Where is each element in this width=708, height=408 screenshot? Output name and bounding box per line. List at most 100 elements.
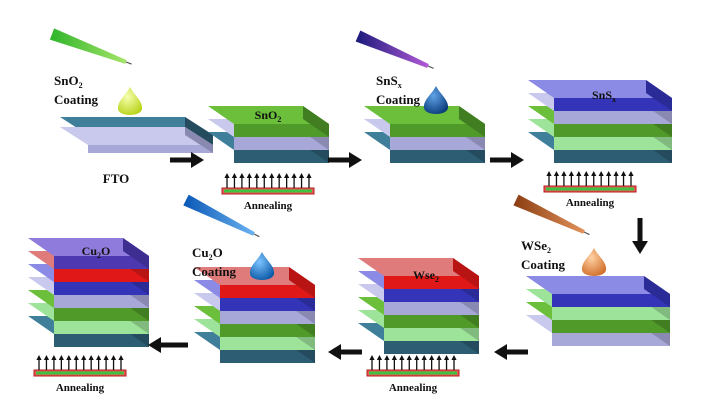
sno2-coating-word: Coating bbox=[54, 92, 99, 107]
heater-3-arrow-head bbox=[429, 355, 435, 360]
heater-3 bbox=[366, 355, 460, 377]
wse2-pipette-droplet bbox=[581, 248, 607, 276]
heater-1-arrow-head bbox=[261, 173, 267, 178]
annealing-label-1: Annealing bbox=[243, 200, 293, 212]
heater-1 bbox=[221, 173, 315, 195]
heater-1-arrow-head bbox=[276, 173, 282, 178]
heater-3-arrow-head bbox=[384, 355, 390, 360]
heater-2-arrow-head bbox=[546, 171, 552, 176]
flow-arrow-1-head bbox=[191, 152, 204, 168]
heater-4-arrow-head bbox=[88, 355, 94, 360]
snsx-coating-label: SnSx Coating bbox=[376, 74, 420, 107]
heater-4-arrow-head bbox=[96, 355, 102, 360]
heater-2-arrow-head bbox=[561, 171, 567, 176]
wse2-coating-stack-layer-3 bbox=[526, 276, 670, 307]
heater-2-arrow-head bbox=[613, 171, 619, 176]
wse2-coating-label: WSe2 Coating bbox=[521, 239, 565, 272]
fto-label: FTO bbox=[102, 171, 130, 186]
heater-2-arrow-head bbox=[606, 171, 612, 176]
flow-arrow-2 bbox=[328, 152, 362, 168]
heater-2-arrow-head bbox=[576, 171, 582, 176]
sno2-stack-layer-2 bbox=[208, 106, 329, 137]
snsx-coating-word: Coating bbox=[376, 92, 421, 107]
sno2-layer-label: SnO2 bbox=[254, 108, 282, 124]
heater-1-arrow-head bbox=[231, 173, 238, 178]
heater-3-arrow-head bbox=[436, 355, 442, 360]
cu2o-coating-label: Cu2O Coating bbox=[192, 246, 236, 279]
heater-1-arrow-head bbox=[246, 173, 252, 178]
snsx-pipette bbox=[355, 30, 449, 114]
heater-1-arrow-head bbox=[291, 173, 297, 178]
heater-3-arrow-head bbox=[421, 355, 427, 360]
heater-1-arrow-head bbox=[239, 173, 245, 178]
heater-2-arrow-head bbox=[620, 171, 627, 176]
cu2o-layer-label: Cu2O bbox=[81, 244, 111, 260]
flow-arrow-3-head bbox=[511, 152, 524, 168]
snsx-coating-stack bbox=[364, 106, 485, 163]
snsx-coating-stack-layer-2 bbox=[364, 106, 485, 137]
wse2-coating-stack bbox=[526, 276, 670, 346]
flow-arrow-4 bbox=[632, 218, 648, 254]
heater-1-arrow-head bbox=[224, 173, 230, 178]
sno2-pipette-tip bbox=[125, 61, 132, 65]
flow-arrow-6 bbox=[328, 344, 362, 360]
flow-arrow-3 bbox=[490, 152, 524, 168]
wse2-layer-label: Wse2 bbox=[413, 268, 439, 284]
heater-3-arrow-head bbox=[406, 355, 412, 360]
sno2-stack bbox=[208, 106, 329, 163]
heater-4-arrow-head bbox=[43, 355, 50, 360]
cu2o-stack bbox=[28, 238, 149, 347]
heater-2-arrow-head bbox=[568, 171, 574, 176]
flow-arrow-7 bbox=[148, 337, 188, 353]
heater-4-arrow-head bbox=[51, 355, 57, 360]
cu2o-stack-layer-6 bbox=[28, 238, 149, 269]
heater-4-arrow-head bbox=[81, 355, 87, 360]
flow-arrow-5 bbox=[494, 344, 528, 360]
cu2o-coating-formula: Cu2O bbox=[192, 245, 223, 263]
cu2o-pipette bbox=[183, 194, 275, 280]
heater-3-arrow-head bbox=[451, 355, 457, 360]
cu2o-coating-word: Coating bbox=[192, 264, 237, 279]
sno2-pipette-body bbox=[49, 28, 127, 64]
heater-3-arrow-head bbox=[391, 355, 397, 360]
snsx-pipette-body bbox=[355, 30, 429, 68]
heater-4-strip bbox=[36, 371, 124, 375]
snsx-layer-label: SnSx bbox=[591, 88, 617, 104]
heater-3-arrow-head bbox=[443, 355, 450, 360]
fto-glass-edge bbox=[60, 127, 213, 153]
flow-arrow-2-head bbox=[349, 152, 362, 168]
heater-4-arrow-head bbox=[36, 355, 42, 360]
heater-4-arrow-head bbox=[58, 355, 64, 360]
heater-2-strip bbox=[546, 187, 634, 191]
snsx-coating-formula: SnSx bbox=[376, 73, 402, 91]
sno2-pipette bbox=[49, 28, 143, 115]
snsx-stack bbox=[528, 80, 672, 163]
snsx-stack-layer-4 bbox=[528, 80, 672, 111]
wse2-pipette-body bbox=[513, 194, 585, 234]
heater-3-arrow-head bbox=[369, 355, 375, 360]
heater-2 bbox=[543, 171, 637, 193]
wse2-stack-layer-5 bbox=[358, 258, 479, 289]
heater-1-arrow-head bbox=[269, 173, 275, 178]
flow-arrow-6-head bbox=[328, 344, 341, 360]
wse2-pipette-tip bbox=[583, 231, 590, 236]
wse2-stack bbox=[358, 258, 479, 354]
heater-4-arrow-head bbox=[110, 355, 117, 360]
sno2-coating-label: SnO2 Coating bbox=[54, 74, 98, 107]
cu2o-pipette-tip bbox=[253, 233, 260, 238]
cu2o-pipette-droplet bbox=[249, 252, 275, 280]
heater-2-arrow-head bbox=[591, 171, 597, 176]
heater-1-strip bbox=[224, 189, 312, 193]
heater-3-arrow-head bbox=[414, 355, 420, 360]
heater-4 bbox=[33, 355, 127, 377]
sno2-pipette-droplet bbox=[117, 87, 143, 115]
snsx-pipette-droplet bbox=[423, 86, 449, 114]
heater-4-arrow-head bbox=[118, 355, 124, 360]
heater-3-arrow-head bbox=[376, 355, 383, 360]
flow-arrow-4-head bbox=[632, 241, 648, 254]
snsx-pipette-tip bbox=[427, 65, 434, 69]
annealing-label-4: Annealing bbox=[55, 382, 105, 394]
heater-4-arrow-head bbox=[103, 355, 109, 360]
flow-arrow-1 bbox=[170, 152, 204, 168]
